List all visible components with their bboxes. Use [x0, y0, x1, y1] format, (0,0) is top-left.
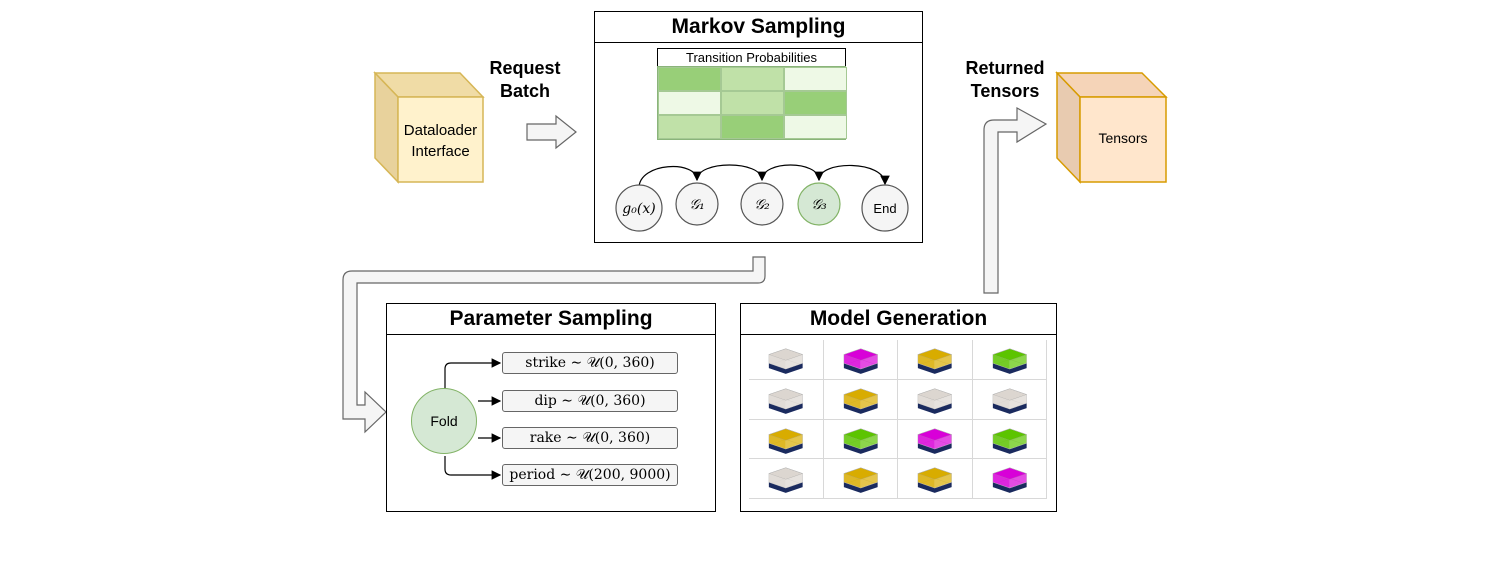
model-thumbnail: [898, 340, 973, 380]
fold-edge-period: [444, 456, 502, 480]
returned-line1: Returned: [965, 58, 1045, 78]
model-thumbnail: [749, 340, 824, 380]
model-generation-title: Model Generation: [741, 304, 1056, 335]
dataloader-cube: [373, 71, 485, 184]
model-thumbnail: [749, 419, 824, 460]
fold-label: Fold: [430, 413, 458, 429]
parameter-sampling-title: Parameter Sampling: [387, 304, 715, 335]
param-strike: strike ∼ 𝒰(0, 360): [502, 352, 678, 374]
transition-matrix-title: Transition Probabilities: [657, 48, 846, 66]
model-thumbnail: [749, 379, 824, 420]
chain-node-label: 𝒢₁: [689, 197, 705, 213]
matrix-cell: [721, 67, 784, 91]
request-arrow: [526, 114, 577, 150]
markov-to-parameter-arrow: [342, 256, 766, 434]
matrix-cell: [721, 115, 784, 139]
param-rake: rake ∼ 𝒰(0, 360): [502, 427, 678, 449]
transition-edge-2-3: [761, 164, 824, 182]
returned-tensors-label: Returned Tensors: [950, 57, 1060, 103]
chain-node-circle: [797, 182, 841, 226]
tensors-cube: [1055, 71, 1168, 184]
matrix-cell: [658, 67, 721, 91]
param-period: period ∼ 𝒰(200, 9000): [502, 464, 678, 486]
markov-sampling-title: Markov Sampling: [595, 12, 922, 43]
model-thumbnail: [823, 340, 898, 380]
chain-node-circle: [740, 182, 784, 226]
model-thumbnail: [972, 379, 1047, 420]
model-thumbnail: [898, 379, 973, 420]
returned-line2: Tensors: [970, 81, 1040, 101]
matrix-cell: [784, 67, 847, 91]
model-thumbnail: [823, 459, 898, 499]
chain-node-circle: [615, 184, 663, 232]
model-thumbnail: [898, 419, 973, 460]
model-thumbnail: [823, 419, 898, 460]
matrix-cell: [658, 115, 721, 139]
fold-edge-strike: [444, 358, 502, 391]
markov-chain: g₀(x) 𝒢₁ 𝒢₂ 𝒢₃ End: [615, 164, 909, 232]
request-line2: Batch: [499, 81, 550, 101]
transition-matrix: [657, 66, 847, 140]
model-thumbnail: [972, 419, 1047, 460]
chain-node-label: g₀(x): [622, 201, 655, 217]
fold-node: Fold: [411, 388, 477, 454]
param-dip: dip ∼ 𝒰(0, 360): [502, 390, 678, 412]
request-batch-label: Request Batch: [470, 57, 580, 103]
chain-node-label: 𝒢₃: [811, 197, 827, 213]
model-thumbnail: [898, 459, 973, 499]
transition-edge-0-1: [638, 165, 702, 189]
matrix-cell: [784, 115, 847, 139]
dataloader-label-line1: Dataloader: [403, 122, 478, 139]
model-to-tensors-arrow: [983, 106, 1048, 294]
matrix-cell: [721, 91, 784, 115]
model-thumbnail: [972, 459, 1047, 499]
fold-branches: [444, 358, 502, 480]
dataloader-label: Dataloader Interface: [398, 120, 483, 162]
chain-node-label: 𝒢₂: [754, 197, 770, 213]
model-thumbnail: [749, 459, 824, 499]
chain-node-circle: [861, 184, 909, 232]
chain-node-label: End: [873, 201, 896, 216]
model-thumbnail: [972, 340, 1047, 380]
matrix-cell: [784, 91, 847, 115]
dataloader-label-line2: Interface: [411, 143, 470, 160]
model-thumbnail: [823, 379, 898, 420]
transition-edge-1-2: [696, 164, 767, 182]
model-thumbnail-grid: [749, 340, 1047, 499]
chain-node-circle: [675, 182, 719, 226]
transition-edge-3-end: [818, 164, 890, 186]
matrix-cell: [658, 91, 721, 115]
request-line1: Request: [489, 58, 561, 78]
tensors-label: Tensors: [1098, 130, 1148, 146]
